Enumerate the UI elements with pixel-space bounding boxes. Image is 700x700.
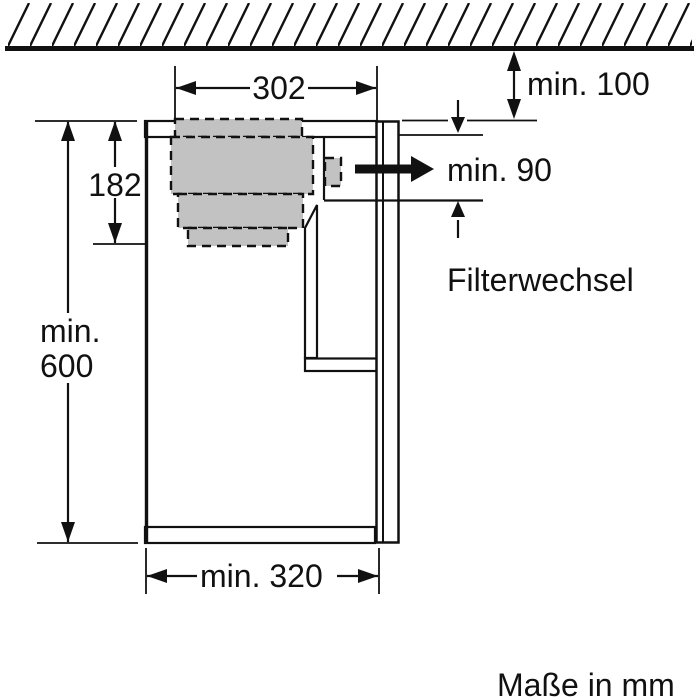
- hood-body-step-2: [186, 226, 290, 248]
- dim-min320-arrowhead-left: [147, 569, 167, 583]
- dim-min600-label-line2: 600: [40, 348, 93, 384]
- dim-min90-arrowhead-up: [451, 201, 465, 217]
- dim-302-label: 302: [252, 70, 305, 106]
- dim-182-label-mask: [87, 167, 144, 198]
- units-label: Maße in mm: [497, 667, 675, 700]
- dim-min600-label-line1: min.: [40, 313, 100, 349]
- dim-min100-arrowhead-down: [507, 99, 521, 119]
- dim-min320-label: min. 320: [200, 558, 323, 594]
- dim-min600-arrowhead-down: [61, 522, 75, 542]
- dim-302-arrowhead-right: [356, 81, 376, 95]
- hood-body-step-1: [176, 192, 305, 230]
- dim-182-label: 182: [88, 167, 141, 203]
- filter-direction-arrow-shaft: [355, 164, 412, 174]
- ceiling-hatching: [8, 3, 692, 46]
- filter-direction-arrow-head: [411, 156, 434, 182]
- dim-min600-arrowhead-up: [61, 121, 75, 141]
- duct-bracket: [303, 357, 379, 373]
- dim-302-label-mask: [250, 72, 308, 102]
- hood-top-flange: [173, 117, 304, 139]
- hood-body: [169, 135, 315, 196]
- dim-min320-label-mask: [197, 559, 337, 592]
- filter-change-label: Filterwechsel: [447, 262, 634, 298]
- dim-182-arrowhead-up: [108, 121, 122, 141]
- dim-min320-arrowhead-right: [358, 569, 378, 583]
- filter-direction-arrow: [355, 156, 434, 182]
- cabinet-bottom-panel: [143, 525, 377, 545]
- dim-min100-arrowhead-up: [507, 51, 521, 71]
- hood-filter-box: [323, 156, 343, 188]
- cabinet-door-panel: [375, 120, 400, 544]
- dim-min100-label: min. 100: [527, 66, 650, 102]
- dim-min90-label: min. 90: [447, 152, 552, 188]
- dim-min600-label-mask: [38, 313, 106, 383]
- dim-302-arrowhead-left: [176, 81, 196, 95]
- dim-182-arrowhead-down: [108, 223, 122, 243]
- duct-flap: [303, 204, 319, 360]
- dim-min90-arrowhead-down: [451, 117, 465, 133]
